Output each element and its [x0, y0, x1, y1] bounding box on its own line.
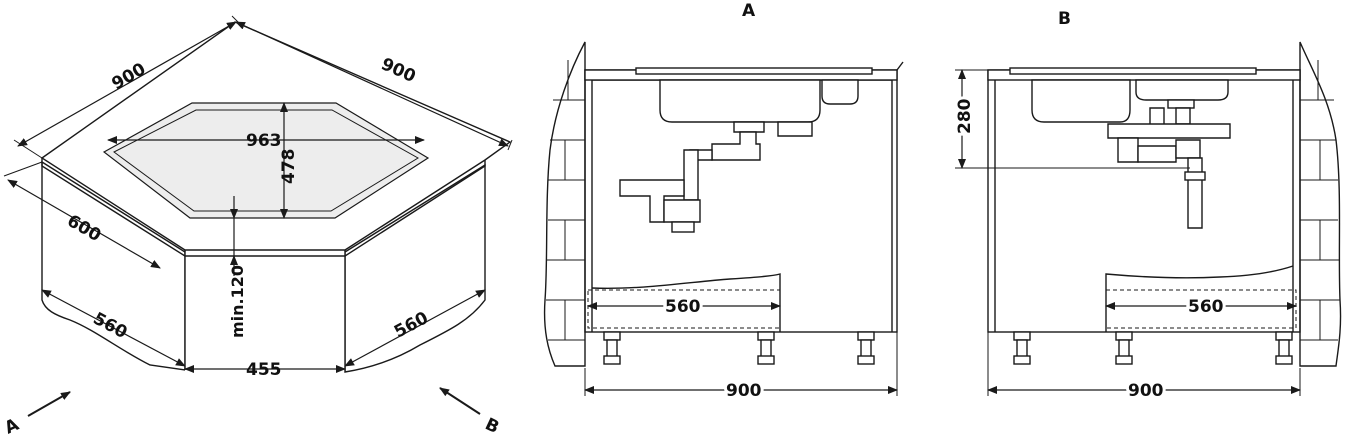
view-arrow-a-label: A — [2, 414, 23, 438]
view-b-legs — [1013, 331, 1293, 365]
view-b-wall — [1299, 41, 1342, 367]
dim-top-right-label: 900 — [378, 54, 419, 87]
view-a: A 560 900 — [543, 1, 904, 404]
view-b-dim-width: 900 — [1128, 381, 1164, 401]
view-b-dim-inner: 560 — [1188, 297, 1224, 317]
view-a-break-line — [591, 273, 781, 332]
view-a-wall — [543, 41, 586, 367]
dim-front-label: 455 — [246, 360, 282, 380]
view-b-break-line — [1105, 265, 1294, 332]
front-gap — [185, 252, 345, 372]
view-arrow-b-label: B — [482, 414, 502, 438]
view-a-drain — [733, 121, 765, 133]
view-a-bricks — [546, 60, 585, 341]
view-a-dim-inner: 560 — [665, 297, 701, 317]
view-b: B 280 560 900 — [952, 9, 1342, 404]
worktop-edge — [41, 158, 486, 257]
dim-bowl-width-label: 963 — [246, 131, 282, 151]
view-b-bricks — [1300, 60, 1340, 341]
dim-bowl-depth-label: 478 — [279, 149, 299, 185]
view-b-sink — [1031, 79, 1131, 123]
view-a-legs — [603, 331, 875, 365]
plan-dimensions — [3, 15, 513, 417]
view-a-sink — [659, 79, 821, 123]
view-a-dim-width: 900 — [726, 381, 762, 401]
view-a-title: A — [742, 1, 756, 21]
dim-min-clearance-label: min.120 — [228, 265, 247, 338]
view-b-title: B — [1058, 9, 1071, 29]
view-b-dim-height: 280 — [955, 98, 975, 134]
